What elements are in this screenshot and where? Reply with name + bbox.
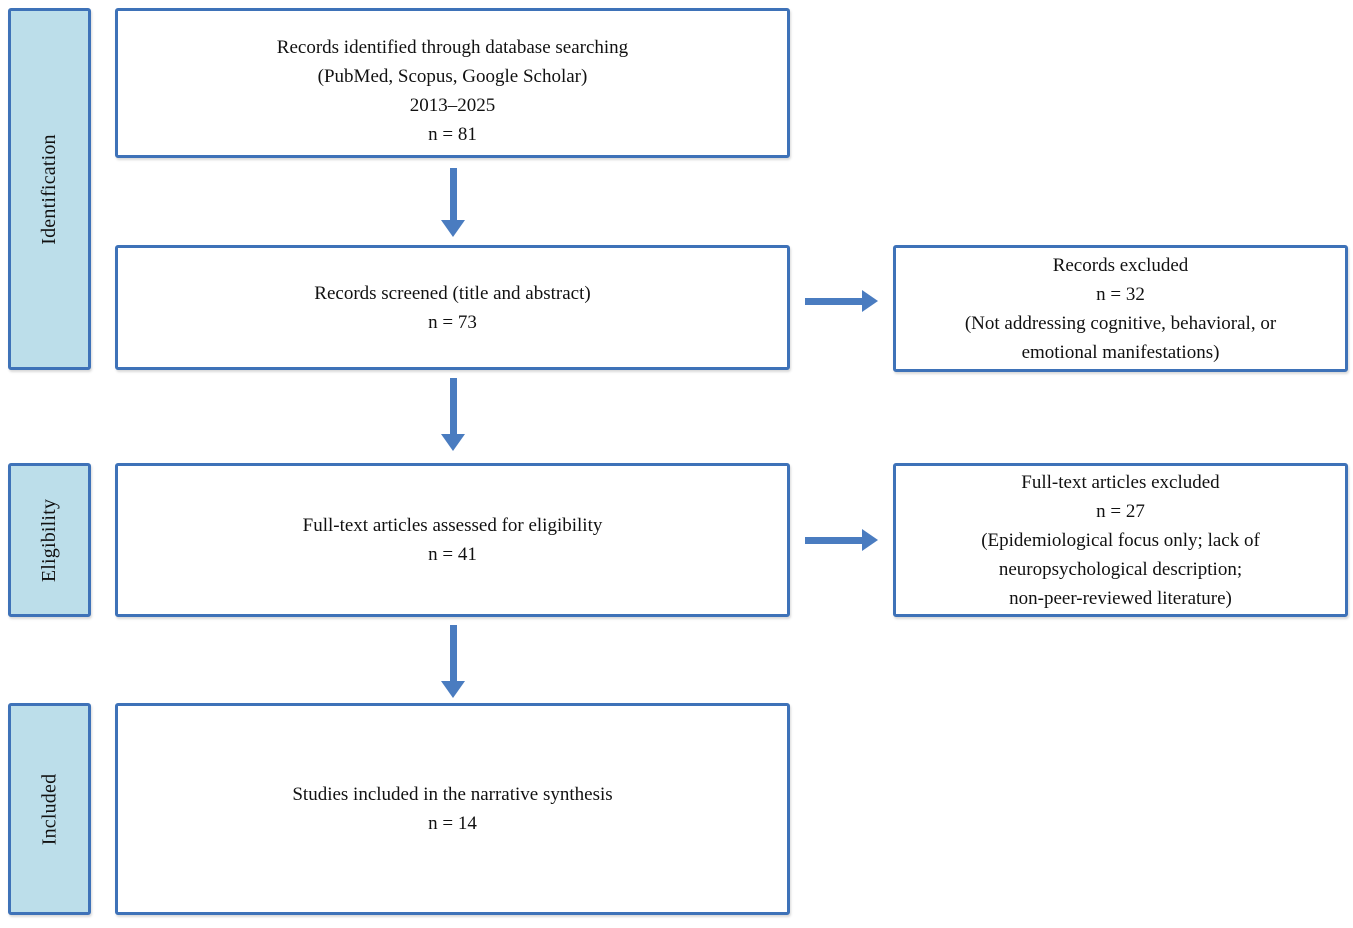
box-line: n = 73: [428, 311, 477, 333]
box-line: Records screened (title and abstract): [314, 282, 591, 304]
arrow-head: [862, 290, 878, 312]
box-line: Full-text articles excluded: [1021, 471, 1220, 493]
box-line: neuropsychological description;: [998, 558, 1243, 580]
box-line: (PubMed, Scopus, Google Scholar): [317, 66, 588, 87]
box-fulltext-assessed: Full-text articles assessed for eligibil…: [115, 463, 790, 617]
box-line: Studies included in the narrative synthe…: [292, 784, 613, 805]
arrow-shaft: [449, 378, 457, 434]
box-line: n = 14: [428, 813, 477, 834]
arrow-down-assessed-to-included-icon: [441, 625, 465, 698]
box-line: Records excluded: [1052, 254, 1189, 276]
box-line: emotional manifestations): [1021, 341, 1220, 363]
box-line: 2013–2025: [409, 95, 496, 116]
stage-eligibility: Eligibility: [8, 463, 91, 617]
stage-identification-label: Identification: [38, 133, 61, 245]
arrow-head: [441, 434, 465, 451]
box-line: n = 27: [1096, 500, 1145, 522]
arrow-head: [862, 529, 878, 551]
box-fulltext-excluded: Full-text articles excluded n = 27 (Epid…: [893, 463, 1348, 617]
box-line: n = 32: [1096, 283, 1145, 305]
arrow-down-identified-to-screened-icon: [441, 168, 465, 237]
arrow-shaft: [805, 297, 862, 305]
stage-identification: Identification: [8, 8, 91, 370]
box-line: (Not addressing cognitive, behavioral, o…: [964, 312, 1277, 334]
box-line: Records identified through database sear…: [276, 37, 629, 58]
arrow-shaft: [449, 625, 457, 681]
arrow-head: [441, 681, 465, 698]
stage-included: Included: [8, 703, 91, 915]
arrow-right-assessed-to-excluded-icon: [805, 529, 878, 551]
stage-eligibility-label: Eligibility: [38, 498, 61, 582]
box-line: Full-text articles assessed for eligibil…: [302, 515, 603, 536]
box-line: non-peer-reviewed literature): [1009, 587, 1232, 609]
box-line: (Epidemiological focus only; lack of: [981, 529, 1260, 551]
arrow-head: [441, 220, 465, 237]
box-records-identified: Records identified through database sear…: [115, 8, 790, 158]
stage-included-label: Included: [37, 773, 60, 845]
arrow-down-screened-to-assessed-icon: [441, 378, 465, 451]
box-line: n = 81: [428, 124, 477, 145]
arrow-shaft: [805, 536, 862, 544]
box-line: n = 41: [428, 544, 477, 565]
arrow-right-screened-to-excluded-icon: [805, 290, 878, 312]
box-studies-included: Studies included in the narrative synthe…: [115, 703, 790, 915]
box-records-screened: Records screened (title and abstract) n …: [115, 245, 790, 370]
box-records-excluded: Records excluded n = 32 (Not addressing …: [893, 245, 1348, 372]
arrow-shaft: [449, 168, 457, 220]
